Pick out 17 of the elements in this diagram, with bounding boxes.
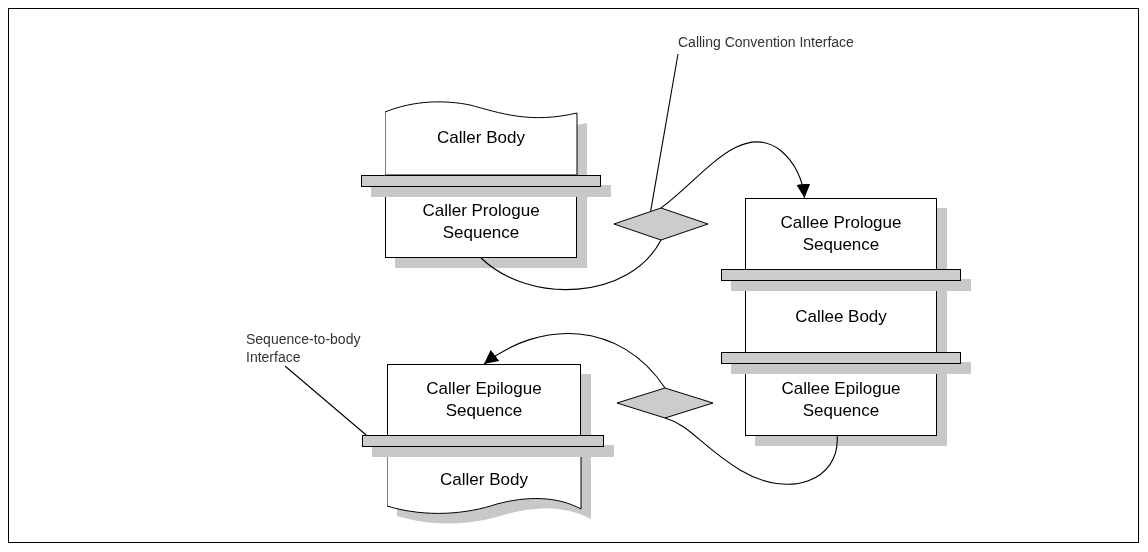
leader-line <box>664 417 838 485</box>
node-label: Caller Body <box>440 469 528 491</box>
leader-line <box>284 365 367 436</box>
node-label: Caller Prologue Sequence <box>421 200 541 244</box>
node-label: Callee Prologue Sequence <box>779 212 903 256</box>
node-label: Callee Body <box>795 305 887 328</box>
node-label: Callee Epilogue Sequence <box>780 377 902 422</box>
interface-diamond <box>614 208 708 240</box>
curved-arrow <box>483 333 666 389</box>
curved-arrow <box>660 141 810 209</box>
leader-line <box>650 53 679 212</box>
leader-line <box>480 239 662 290</box>
annotation-text: Sequence-to-body Interface <box>246 330 376 366</box>
annotation-text: Calling Convention Interface <box>678 33 898 53</box>
node-label: Caller Epilogue Sequence <box>425 378 543 422</box>
node-label: Caller Body <box>437 126 525 149</box>
interface-diamond <box>617 388 713 418</box>
